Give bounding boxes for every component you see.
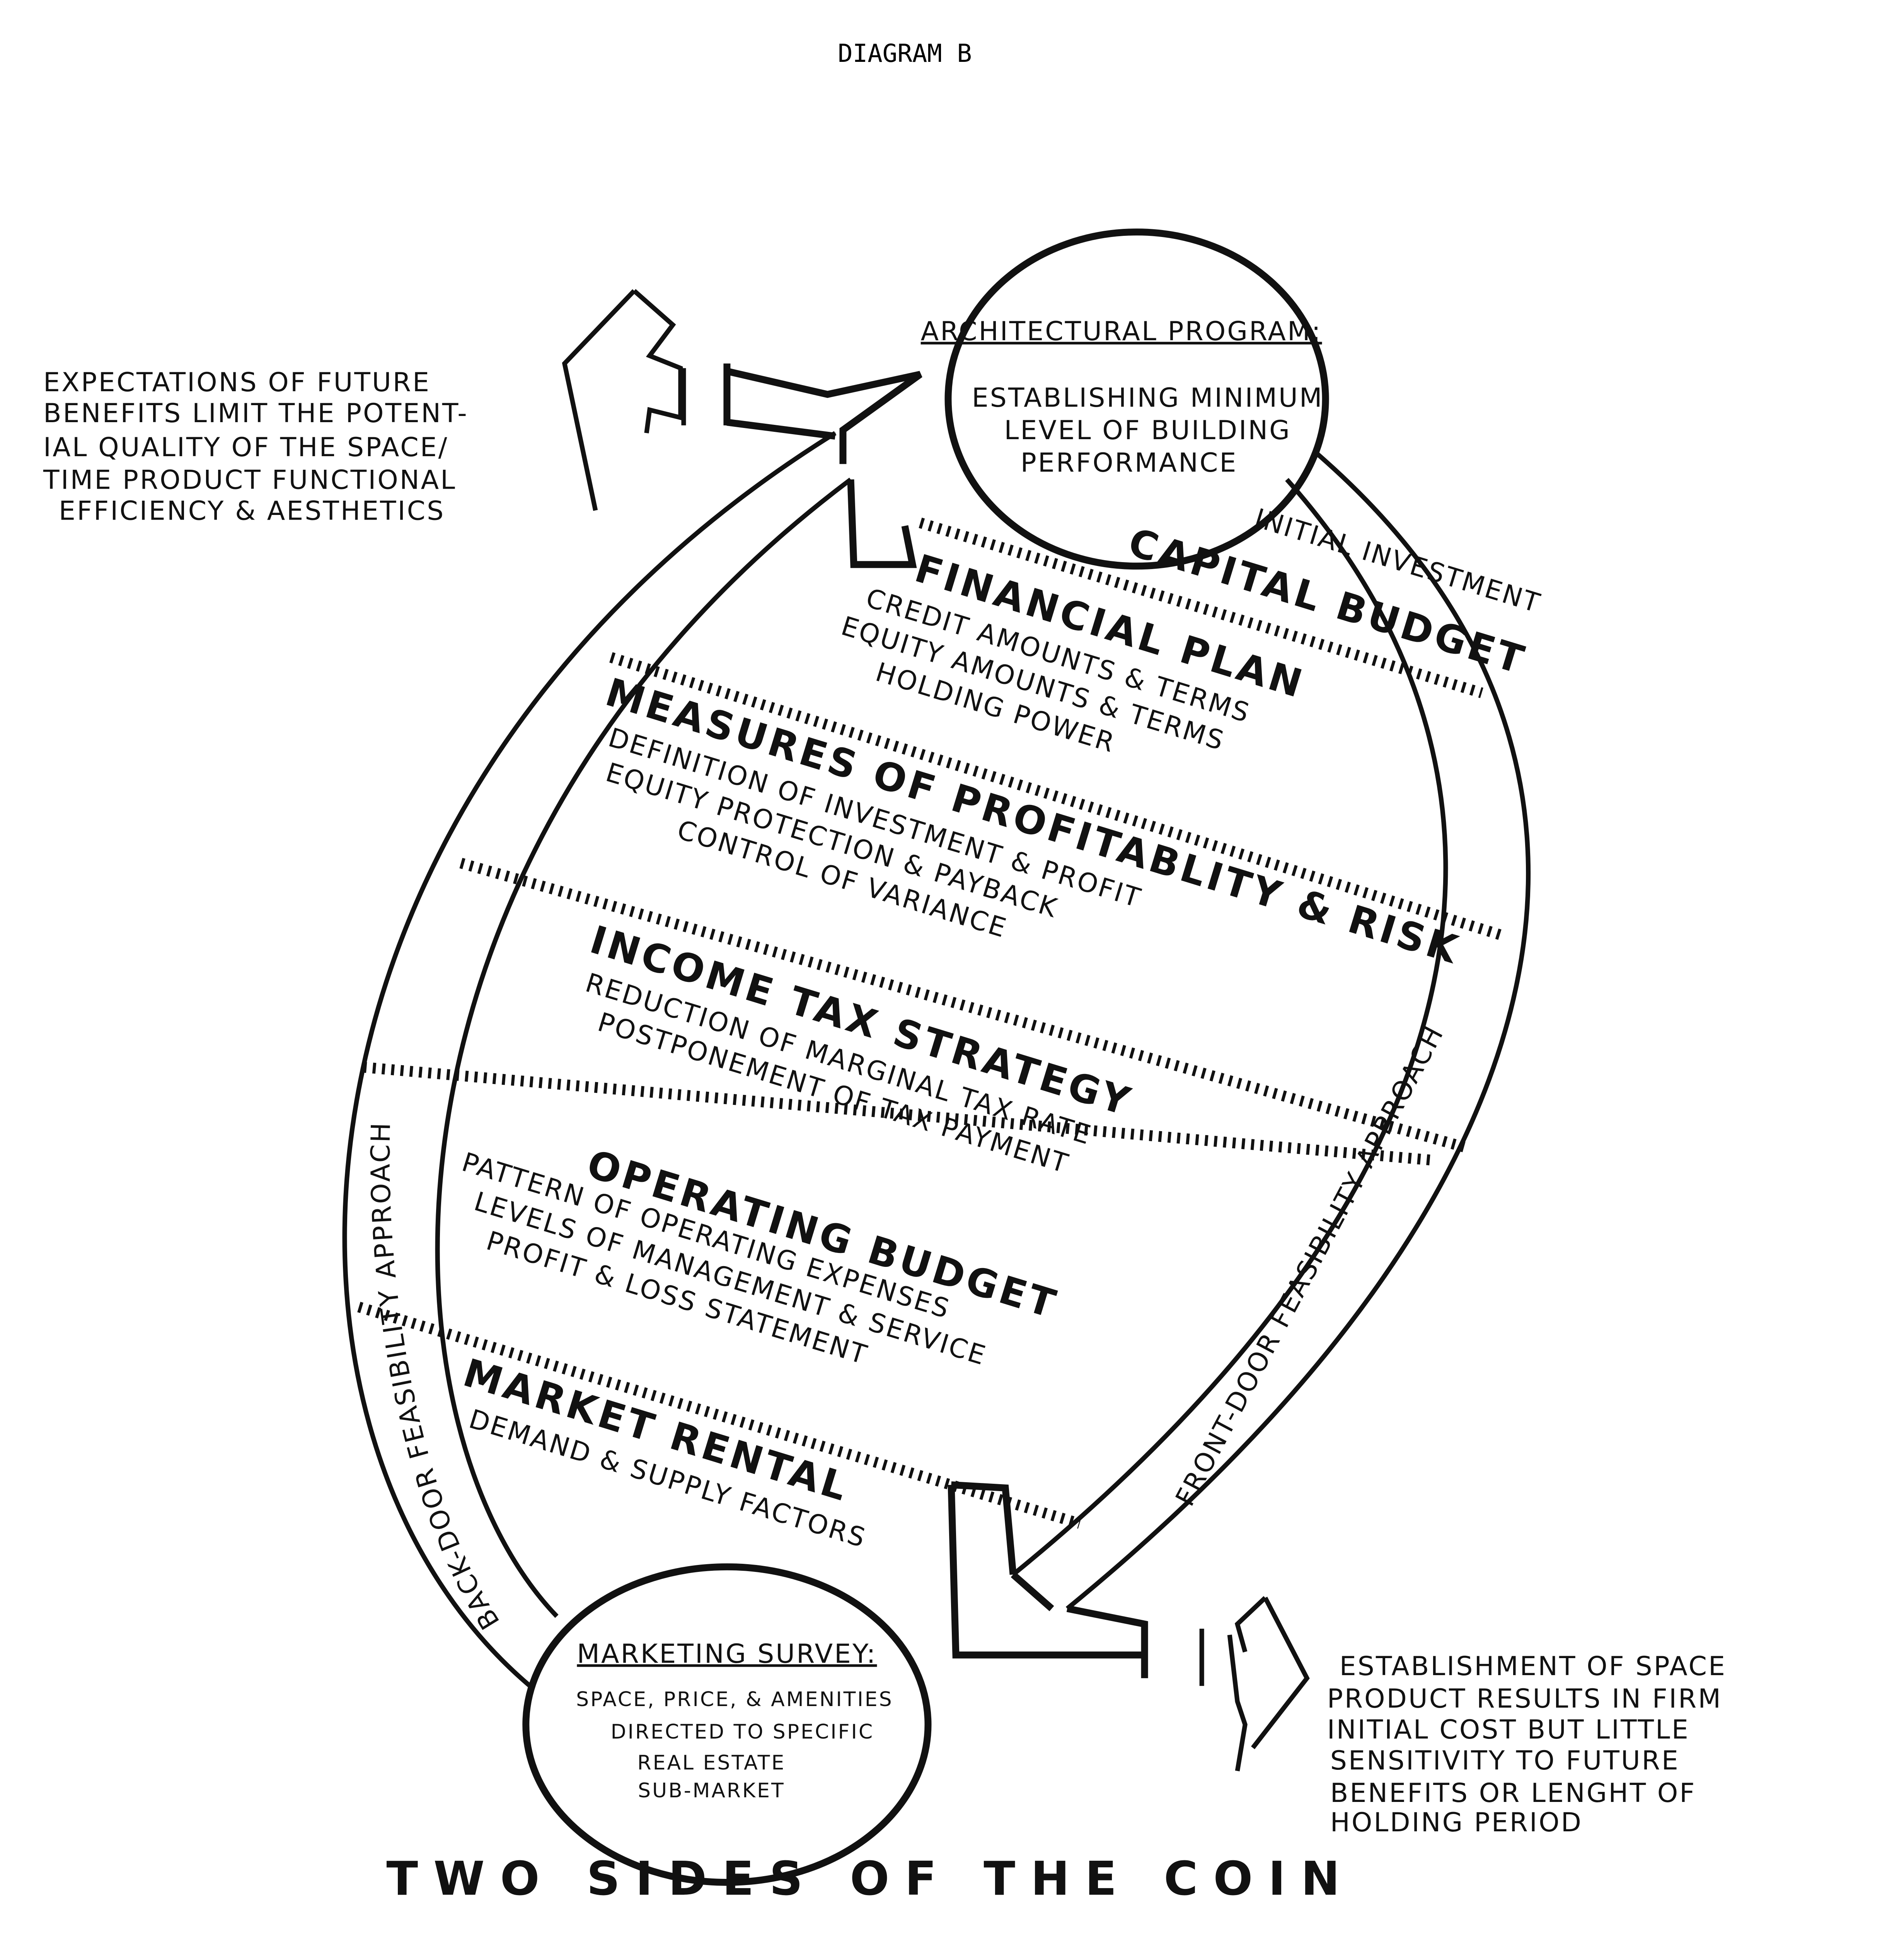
marketing-survey-line: SPACE, PRICE, & AMENITIES [576, 1688, 893, 1711]
left-note-line: BENEFITS LIMIT THE POTENT- [43, 398, 469, 429]
back-door-band-inner [435, 477, 852, 1618]
marketing-survey-line: REAL ESTATE [637, 1751, 786, 1774]
architectural-program-line: PERFORMANCE [1021, 448, 1238, 478]
left-note-line: EXPECTATIONS OF FUTURE [43, 367, 431, 398]
right-note-line: BENEFITS OR LENGHT OF [1330, 1778, 1696, 1809]
right-note-line: INITIAL COST BUT LITTLE [1327, 1715, 1690, 1745]
left-note-line: TIME PRODUCT FUNCTIONAL [43, 465, 457, 495]
back-door-band-outer [342, 431, 837, 1691]
architectural-program-line: ESTABLISHING MINIMUM [972, 383, 1324, 413]
right-note-line: SENSITIVITY TO FUTURE [1330, 1745, 1680, 1776]
bottom-arrow [948, 1481, 1148, 1678]
left-note-line: EFFICIENCY & AESTHETICS [59, 496, 445, 526]
diagram-title: TWO SIDES OF THE COIN [386, 1852, 1355, 1906]
architectural-program-text: ARCHITECTURAL PROGRAM: ESTABLISHING MINI… [921, 316, 1324, 478]
divider-4 [363, 1062, 1431, 1166]
marketing-survey-text: MARKETING SURVEY: SPACE, PRICE, & AMENIT… [576, 1639, 893, 1802]
front-door-band-inner [1011, 478, 1448, 1577]
architectural-program-line: LEVEL OF BUILDING [1004, 415, 1291, 446]
right-note: ESTABLISHMENT OF SPACE PRODUCT RESULTS I… [1327, 1651, 1727, 1838]
right-note-line: HOLDING PERIOD [1330, 1807, 1583, 1838]
marketing-survey-circle [522, 1563, 932, 1886]
left-note: EXPECTATIONS OF FUTURE BENEFITS LIMIT TH… [43, 367, 469, 526]
marketing-survey-line: SUB-MARKET [638, 1779, 785, 1802]
right-note-line: PRODUCT RESULTS IN FIRM [1327, 1684, 1722, 1714]
right-note-line: ESTABLISHMENT OF SPACE [1340, 1651, 1727, 1682]
left-bracket [562, 289, 730, 511]
right-bracket [1199, 1596, 1310, 1771]
marketing-survey-line: DIRECTED TO SPECIFIC [611, 1720, 874, 1744]
architectural-program-title: ARCHITECTURAL PROGRAM: [921, 316, 1322, 347]
divider-3 [459, 857, 1468, 1153]
diagram-label: DIAGRAM B [838, 39, 972, 68]
front-door-band-outer [1065, 450, 1531, 1611]
left-note-line: IAL QUALITY OF THE SPACE/ [43, 432, 449, 463]
architectural-program-circle [944, 228, 1329, 570]
marketing-survey-title: MARKETING SURVEY: [577, 1639, 877, 1669]
